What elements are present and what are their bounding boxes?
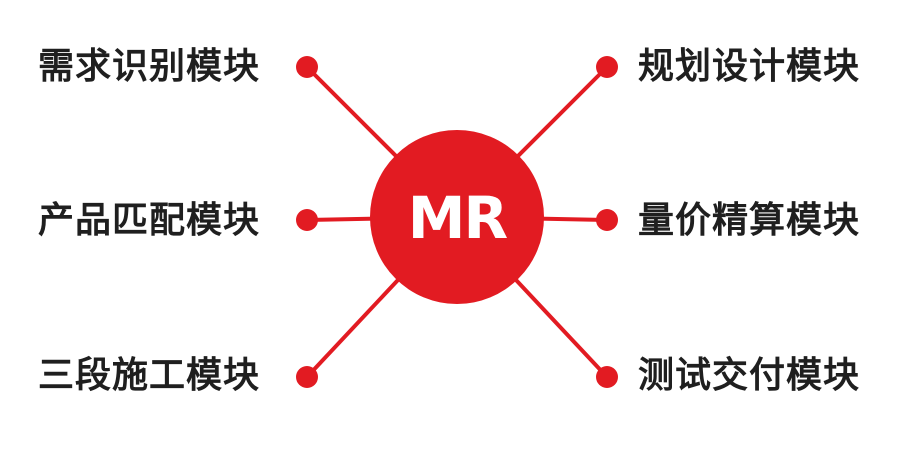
node-dot-bot-left (296, 366, 318, 388)
node-dot-bot-right (596, 366, 618, 388)
node-dot-mid-right (596, 209, 618, 231)
module-label-left-3: 三段施工模块 (38, 355, 261, 396)
center-hub (370, 130, 544, 304)
center-logo: MR (408, 184, 508, 252)
node-dot-top-left (296, 56, 318, 78)
module-label-left-1: 需求识别模块 (38, 46, 261, 87)
module-label-right-1: 规划设计模块 (638, 46, 861, 87)
module-label-right-2: 量价精算模块 (638, 200, 861, 241)
module-label-left-2: 产品匹配模块 (38, 200, 261, 241)
node-dot-mid-left (296, 209, 318, 231)
module-label-right-3: 测试交付模块 (638, 355, 861, 396)
node-dot-top-right (596, 56, 618, 78)
